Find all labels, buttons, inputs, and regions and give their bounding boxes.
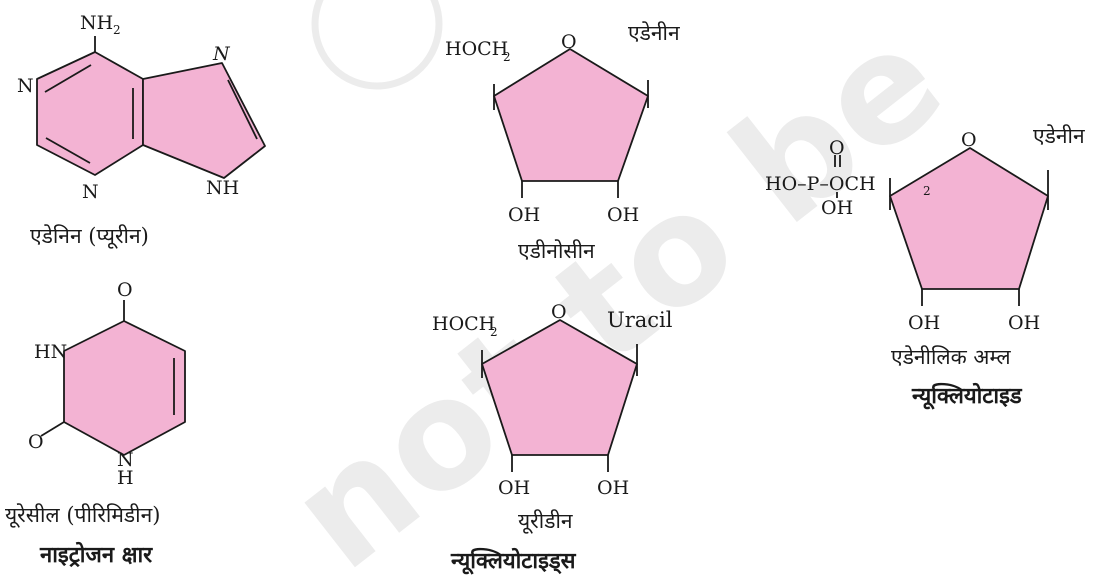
atom-n: N	[17, 75, 34, 97]
adenine-structure: NH 2 N N N NH एडेनिन (प्यूरीन)	[17, 12, 266, 249]
nucleotide-sugar-ring	[889, 147, 1049, 290]
atom-hoch2-subscript: 2	[490, 325, 498, 339]
adenine-label: एडेनीन	[628, 21, 680, 45]
atom-oh: OH	[908, 312, 940, 334]
adenine-caption: एडेनिन (प्यूरीन)	[30, 224, 149, 249]
atom-h: H	[117, 467, 134, 489]
atom-o: O	[561, 31, 577, 53]
uridine-structure: HOCH 2 O Uracil OH OH यूरीडीन न्यूक्लियो…	[432, 301, 673, 575]
uridine-sugar-ring	[481, 319, 638, 456]
double-bond-4	[227, 79, 258, 140]
atom-hoch2: HOCH	[432, 313, 495, 335]
atom-oh: OH	[597, 477, 629, 499]
nucleosides-caption: न्यूक्लियोटाइड्स	[450, 547, 577, 575]
atom-och2-subscript: 2	[923, 184, 931, 198]
atom-oh: OH	[498, 477, 530, 499]
copyright-circle	[311, 0, 443, 90]
uridine-caption: यूरीडीन	[518, 509, 573, 534]
atom-ho-p-och2: HO–P–OCH	[765, 173, 876, 195]
nitrogen-base-caption: नाइट्रोजन क्षार	[39, 541, 153, 568]
adenosine-caption: एडीनोसीन	[518, 239, 595, 263]
uracil-ring	[63, 320, 186, 456]
atom-o: O	[117, 279, 133, 301]
adenosine-structure: HOCH 2 O एडेनीन OH OH एडीनोसीन	[445, 21, 680, 263]
atom-phosphate-o: O	[829, 137, 845, 159]
atom-phosphate-oh: OH	[821, 197, 853, 219]
atom-hoch2-subscript: 2	[503, 50, 511, 64]
double-bond-2	[45, 137, 91, 164]
adenylic-acid-structure: O HO–P–OCH 2 OH O एडेनीन OH OH एडेनीलिक …	[765, 124, 1085, 410]
atom-n-italic: N	[212, 43, 231, 65]
atom-o: O	[551, 301, 567, 323]
atom-hoch2: HOCH	[445, 38, 508, 60]
atom-o: O	[961, 129, 977, 151]
atom-hn: HN	[34, 341, 67, 363]
atom-nh2-subscript: 2	[113, 23, 121, 37]
uracil-structure: O O HN N H यूरेसील (पीरिमिडीन) नाइट्रोजन…	[5, 279, 186, 568]
adenine-six-ring	[36, 51, 144, 176]
atom-o: O	[28, 431, 44, 453]
atom-oh: OH	[607, 204, 639, 226]
nucleotide-caption: न्यूक्लियोटाइड	[911, 382, 1023, 410]
atom-nh2: NH	[80, 12, 113, 34]
atom-n: N	[82, 181, 99, 203]
carbonyl-bond-left	[40, 421, 65, 437]
adenine-five-ring	[142, 62, 266, 179]
adenylic-acid-caption: एडेनीलिक अम्ल	[891, 345, 1011, 369]
atom-n: N	[117, 449, 134, 471]
uracil-label: Uracil	[607, 308, 673, 332]
adenine-label: एडेनीन	[1033, 124, 1085, 148]
atom-oh: OH	[1008, 312, 1040, 334]
double-bond-1	[44, 64, 92, 93]
atom-nh: NH	[206, 177, 239, 199]
adenosine-sugar-ring	[493, 48, 649, 182]
atom-oh: OH	[508, 204, 540, 226]
uracil-caption: यूरेसील (पीरिमिडीन)	[5, 503, 160, 528]
